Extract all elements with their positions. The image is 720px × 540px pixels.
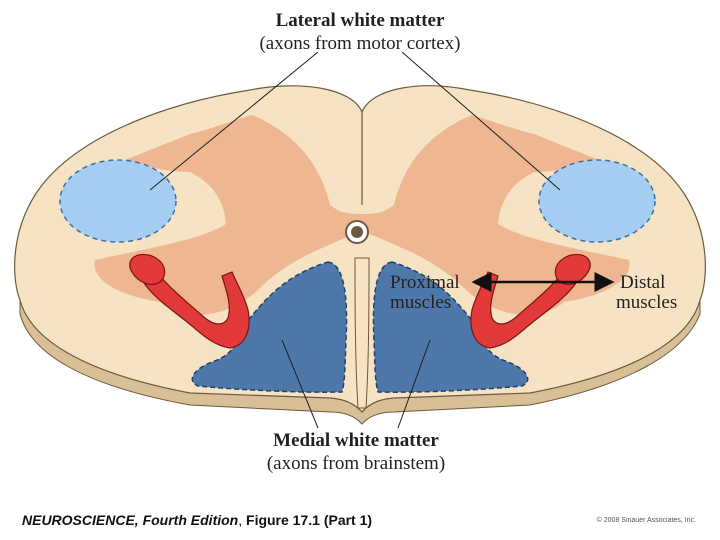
central-canal-inner [351, 226, 363, 238]
medial-subtitle: (axons from brainstem) [267, 453, 445, 474]
figure-caption: NEUROSCIENCE, Fourth Edition, Figure 17.… [22, 512, 373, 528]
distal-label-line1: Distal [620, 272, 665, 293]
caption-edition: Fourth Edition [142, 512, 239, 528]
anterior-median-fissure [354, 257, 370, 409]
medial-tract-right [372, 261, 529, 393]
lateral-tract-right [538, 159, 656, 243]
gray-matter [94, 115, 630, 315]
lateral-subtitle: (axons from motor cortex) [259, 33, 460, 54]
lateral-tract-left [59, 159, 177, 243]
leader-line-lateral-right [401, 51, 561, 191]
medial-tract-left [191, 261, 348, 393]
distal-label-line2: muscles [616, 292, 677, 313]
caption-book-title: NEUROSCIENCE, [22, 512, 139, 528]
leader-line-medial-left [281, 339, 319, 429]
proximal-label-line1: Proximal [390, 272, 460, 293]
hand-left [129, 253, 166, 285]
caption-figure-number: Figure 17.1 (Part 1) [246, 512, 373, 528]
leader-line-lateral-left [149, 51, 319, 191]
lateral-title: Lateral white matter [276, 10, 445, 31]
medial-title: Medial white matter [273, 430, 439, 451]
arm-left [137, 271, 250, 349]
copyright-notice: © 2008 Sinauer Associates, Inc. [596, 517, 696, 524]
leader-line-medial-right [397, 339, 431, 429]
proximal-label-line2: muscles [390, 292, 451, 313]
